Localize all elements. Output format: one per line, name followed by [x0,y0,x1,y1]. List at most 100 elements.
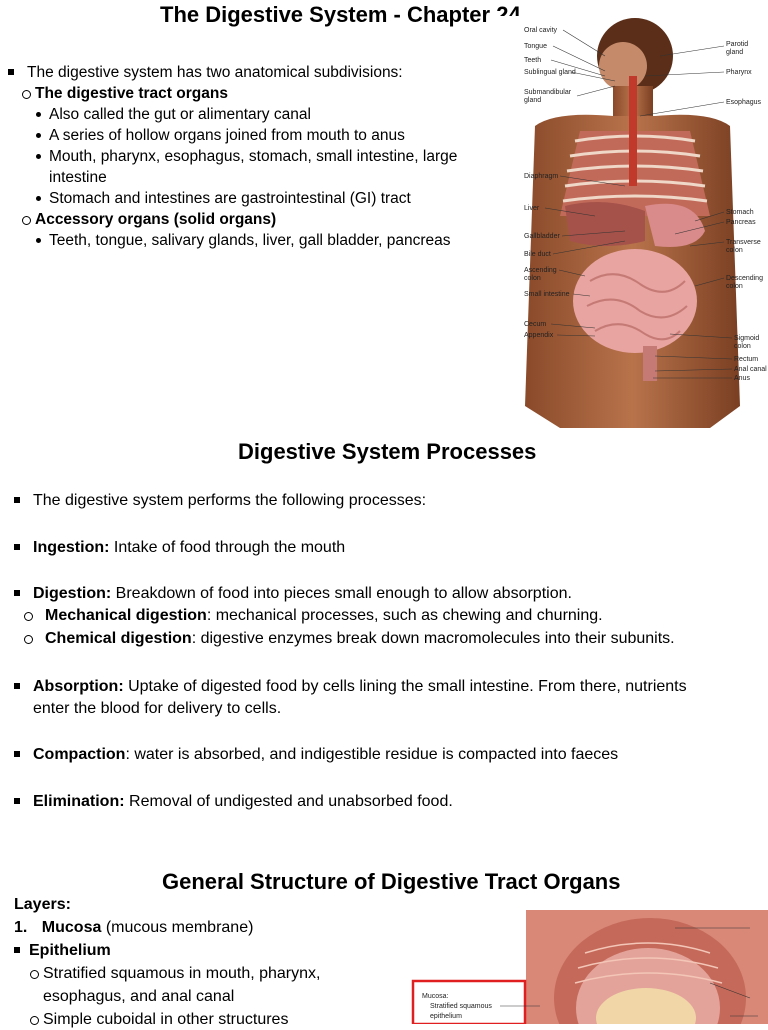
svg-text:Anal canal: Anal canal [734,366,767,373]
process-term: Compaction [33,746,126,763]
layers-label: Layers: [14,896,71,913]
layer-mucosa: 1. Mucosa (mucous membrane) [14,917,253,938]
dot-bullet-icon [36,154,41,159]
fig-label-epithelium: epithelium [430,1013,462,1020]
dot-bullet-icon [36,196,41,201]
epithelium-item: Epithelium [14,940,111,961]
square-bullet-icon [14,947,20,953]
square-bullet-icon [14,751,20,757]
svg-text:Pancreas: Pancreas [726,219,756,226]
process-ingestion: Ingestion: Intake of food through the mo… [14,537,345,558]
process-desc: Intake of food through the mouth [109,539,346,556]
circle-bullet-icon [22,90,31,99]
section1-title: The Digestive System - Chapter 24 [160,2,521,27]
svg-text:Descending: Descending [726,275,763,282]
svg-text:Anus: Anus [734,375,750,382]
circle-bullet-icon [24,635,33,644]
process-desc: : water is absorbed, and indigestible re… [125,746,619,763]
svg-text:Liver: Liver [524,205,540,212]
process-absorption-cont: enter the blood for delivery to cells. [33,700,282,717]
svg-text:Rectum: Rectum [734,356,758,363]
svg-text:Sigmoid: Sigmoid [734,335,759,342]
square-bullet-icon [14,798,20,804]
svg-text:Parotid: Parotid [726,41,748,48]
svg-text:Submandibular: Submandibular [524,89,572,96]
list-item-text: Simple cuboidal in other structures [43,1011,289,1028]
list-item-text: Mouth, pharynx, esophagus, stomach, smal… [49,148,458,165]
sub-bullet-digestive-tract: The digestive tract organs [22,83,228,104]
circle-bullet-icon [22,216,31,225]
svg-text:Pharynx: Pharynx [726,69,752,76]
figure-labels-right: Parotid gland Pharynx Esophagus Stomach … [726,41,767,382]
process-intro: The digestive system performs the follow… [14,490,426,511]
svg-text:gland: gland [726,49,743,56]
svg-text:Ascending: Ascending [524,267,557,274]
tract-layers-figure: Mucosa: Stratified squamous epithelium [410,908,768,1024]
bullet-text: The digestive system performs the follow… [33,492,427,509]
svg-text:gland: gland [524,97,541,104]
process-absorption: Absorption: Uptake of digested food by c… [14,676,687,697]
list-item: Mouth, pharynx, esophagus, stomach, smal… [36,146,457,167]
strat-item: Stratified squamous in mouth, pharynx, [30,963,320,984]
sub-process-mechanical: Mechanical digestion: mechanical process… [24,605,603,626]
svg-text:Transverse: Transverse [726,239,761,246]
process-compaction: Compaction: water is absorbed, and indig… [14,744,618,765]
list-item-text: A series of hollow organs joined from mo… [49,127,405,144]
svg-text:Small intestine: Small intestine [524,291,570,298]
process-desc: Breakdown of food into pieces small enou… [111,585,572,602]
section3-title: General Structure of Digestive Tract Org… [162,869,621,894]
square-bullet-icon [8,69,14,75]
process-term: Mechanical digestion [45,607,207,624]
svg-text:Cecum: Cecum [524,321,546,328]
svg-text:Teeth: Teeth [524,57,541,64]
layer-term: Mucosa [41,919,102,936]
layer-desc: (mucous membrane) [101,919,254,936]
process-term: Chemical digestion [45,630,192,647]
fig-label-stratified: Stratified squamous [430,1003,492,1010]
process-desc: : mechanical processes, such as chewing … [206,607,603,624]
sub-process-chemical: Chemical digestion: digestive enzymes br… [24,628,675,649]
process-term: Absorption: [33,678,124,695]
fig-label-mucosa: Mucosa: [422,993,449,1000]
svg-text:Oral cavity: Oral cavity [524,27,558,34]
list-item: Also called the gut or alimentary canal [36,104,311,125]
svg-text:Diaphragm: Diaphragm [524,173,558,180]
list-number: 1. [14,919,28,936]
square-bullet-icon [14,683,20,689]
svg-text:Sublingual gland: Sublingual gland [524,69,576,76]
process-term: Ingestion: [33,539,110,556]
process-term: Elimination: [33,793,125,810]
dot-bullet-icon [36,238,41,243]
process-term: Digestion: [33,585,112,602]
list-item: Stomach and intestines are gastrointesti… [36,188,411,209]
svg-text:Stomach: Stomach [726,209,754,216]
svg-text:Gallbladder: Gallbladder [524,233,560,240]
svg-text:Bile duct: Bile duct [524,251,551,258]
sub-bullet-accessory: Accessory organs (solid organs) [22,209,276,230]
svg-text:colon: colon [726,247,743,254]
digestive-system-figure: Oral cavity Tongue Teeth Sublingual glan… [495,16,768,428]
square-bullet-icon [14,590,20,596]
dot-bullet-icon [36,133,41,138]
process-desc: : digestive enzymes break down macromole… [191,630,675,647]
strat-item-cont: esophagus, and anal canal [43,988,235,1005]
dot-bullet-icon [36,112,41,117]
square-bullet-icon [14,497,20,503]
bullet-item: The digestive system has two anatomical … [8,62,403,83]
list-item-continuation: intestine [49,169,107,186]
sub-bullet-heading: The digestive tract organs [35,85,228,102]
svg-text:Tongue: Tongue [524,43,547,50]
section2-title: Digestive System Processes [238,439,537,464]
sub-bullet-heading: Accessory organs (solid organs) [35,211,277,228]
bullet-text: The digestive system has two anatomical … [27,64,403,81]
process-digestion: Digestion: Breakdown of food into pieces… [14,583,572,604]
square-bullet-icon [14,544,20,550]
list-item-text: Stratified squamous in mouth, pharynx, [43,965,321,982]
list-item-text: Stomach and intestines are gastrointesti… [49,190,411,207]
process-desc: Removal of undigested and unabsorbed foo… [124,793,453,810]
list-item: A series of hollow organs joined from mo… [36,125,405,146]
list-item-text: Also called the gut or alimentary canal [49,106,311,123]
process-elimination: Elimination: Removal of undigested and u… [14,791,453,812]
list-item: Teeth, tongue, salivary glands, liver, g… [36,230,451,251]
epithelium-label: Epithelium [29,942,111,959]
